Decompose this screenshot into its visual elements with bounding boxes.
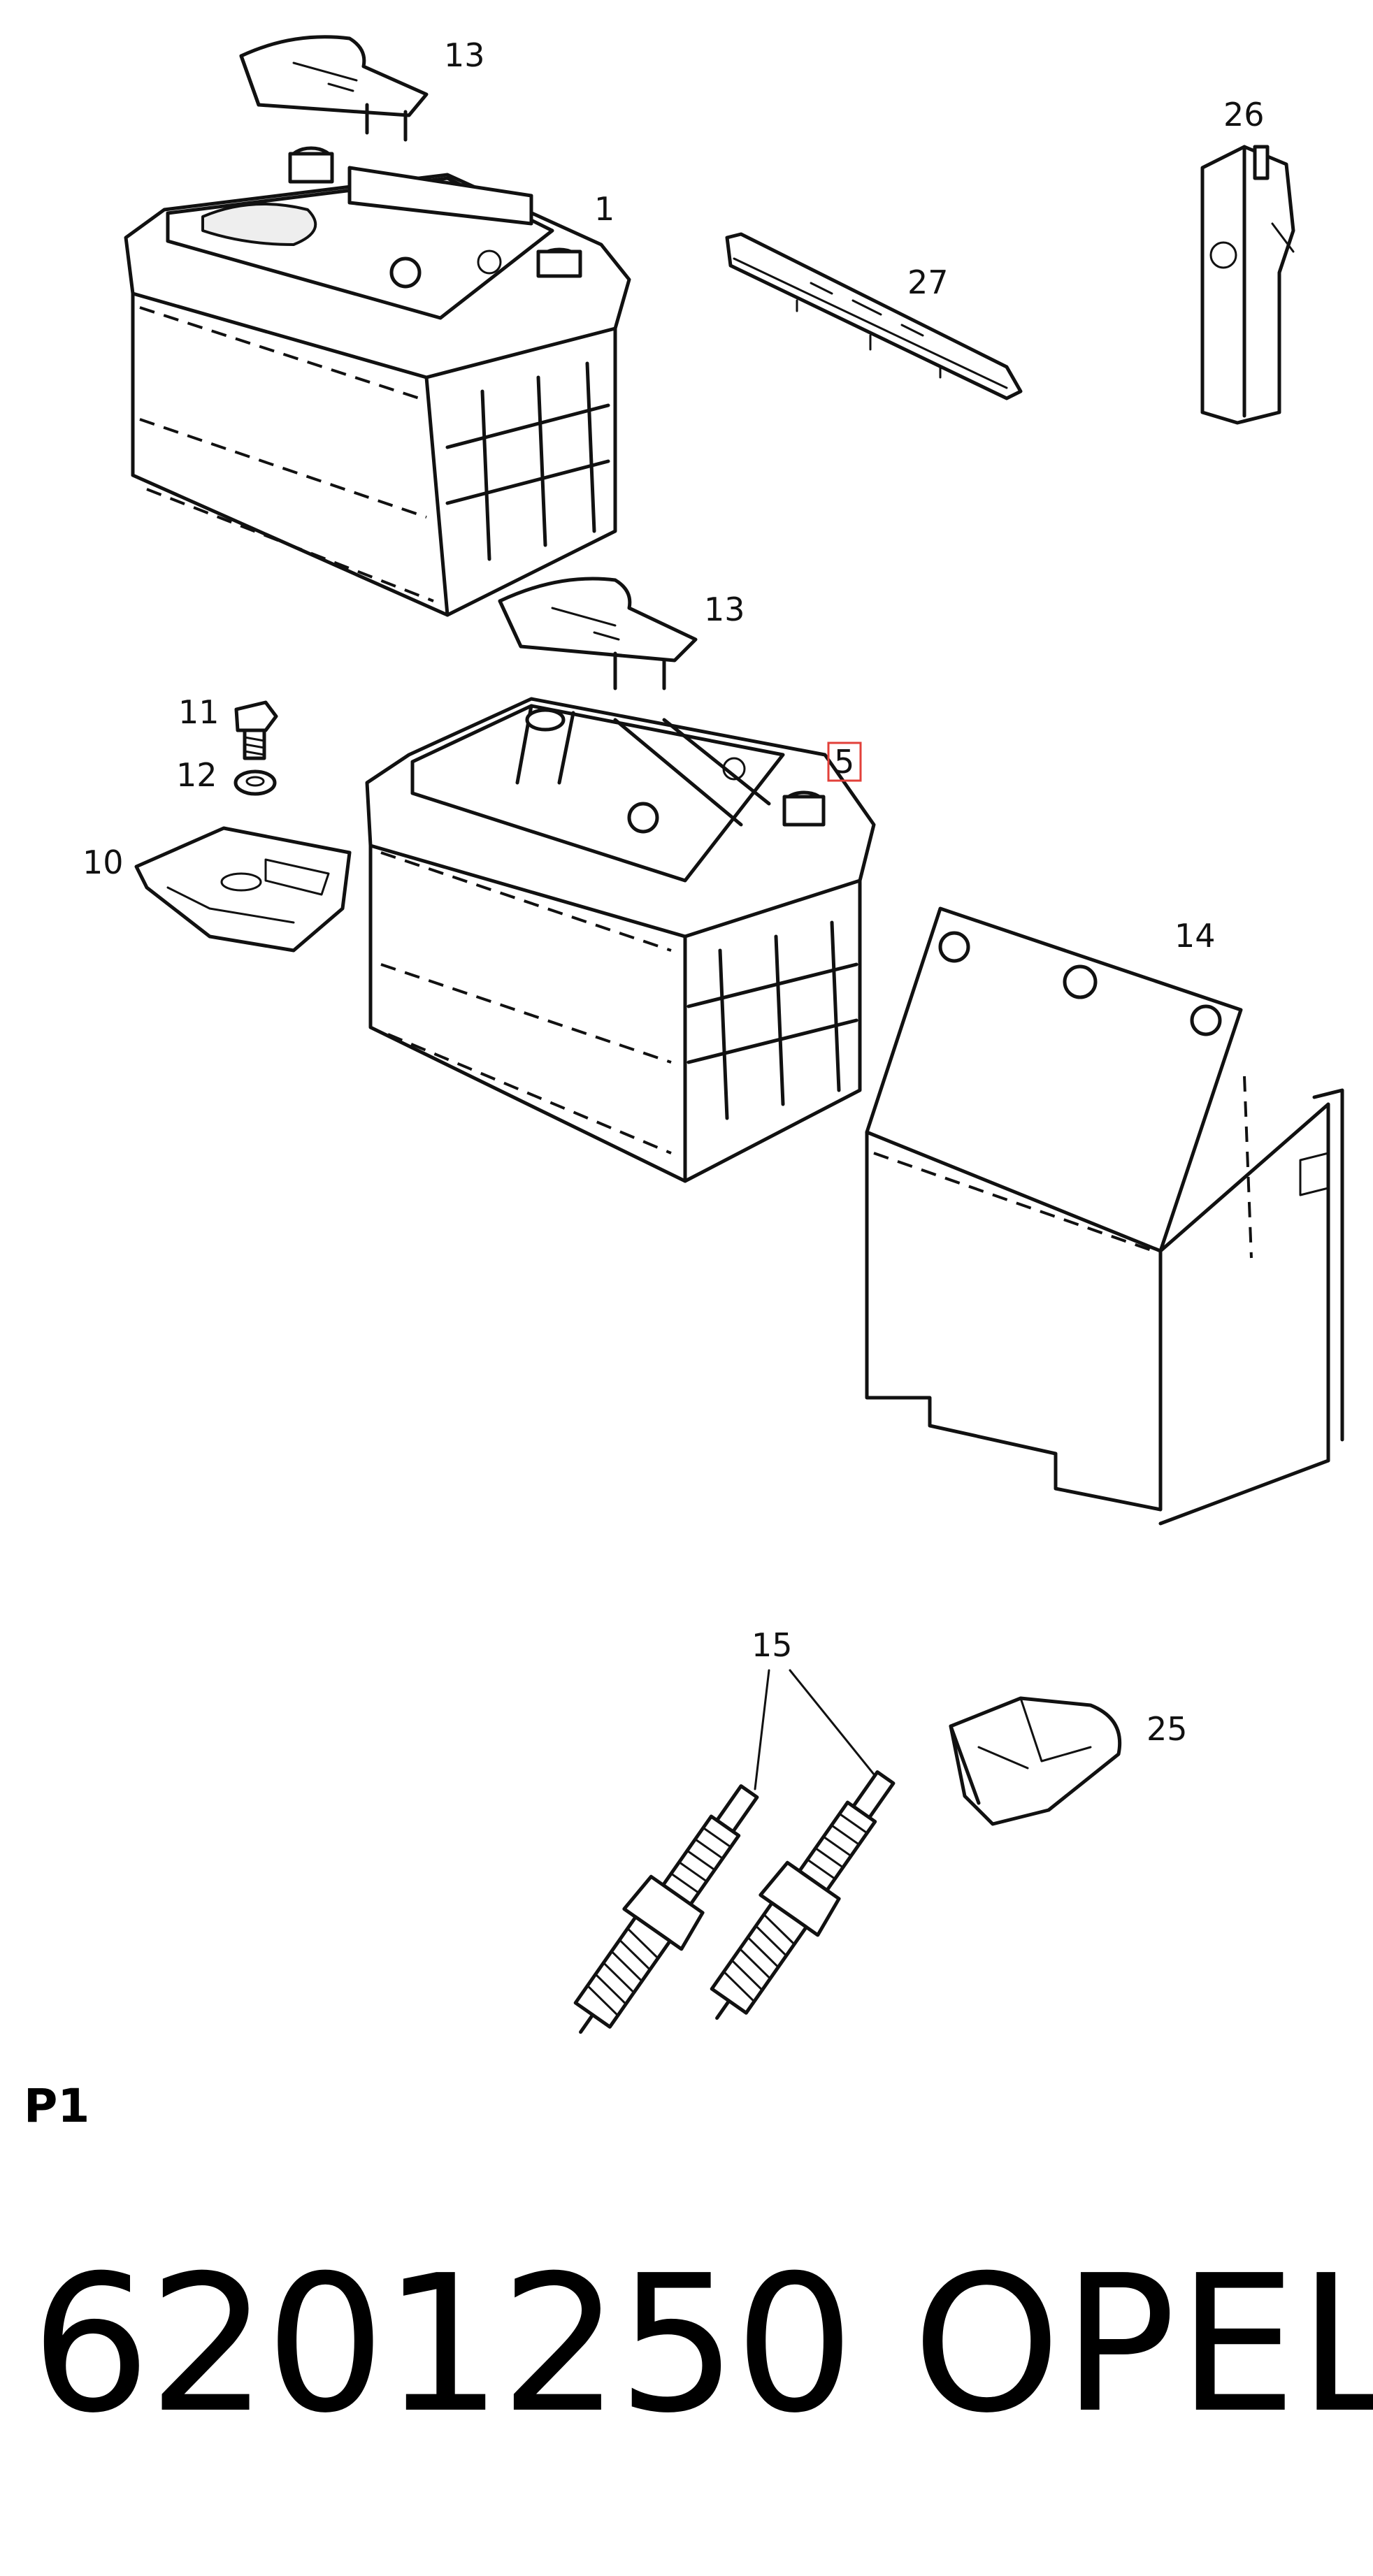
callout-14: 14	[1174, 917, 1216, 955]
callout-1: 1	[594, 190, 614, 228]
terminal-cover-13-top	[239, 35, 429, 142]
callout-10: 10	[82, 844, 124, 881]
battery-1	[124, 146, 631, 617]
callout-11: 11	[178, 693, 220, 731]
part-27-strip	[725, 232, 1023, 400]
callout-13-middle: 13	[704, 591, 745, 628]
brand-name: OPEL	[912, 2234, 1373, 2454]
callout-26: 26	[1223, 96, 1265, 133]
callout-12: 12	[176, 756, 217, 794]
page-label: P1	[24, 2079, 90, 2133]
callout-15: 15	[752, 1626, 793, 1664]
callout-25: 25	[1146, 1710, 1188, 1748]
bracket-10	[134, 826, 352, 953]
battery-5	[365, 697, 876, 1183]
part-26-clip	[1200, 145, 1295, 425]
bolt-11	[234, 700, 278, 760]
callout-5-highlight	[827, 741, 862, 782]
clip-25	[949, 1696, 1122, 1826]
callout-13-top: 13	[444, 36, 485, 74]
spark-plugs-15	[573, 1669, 896, 2034]
terminal-cover-13-middle	[498, 577, 698, 690]
callout-27: 27	[907, 263, 949, 301]
battery-box-14	[865, 906, 1344, 1526]
part-number: 6201250	[31, 2234, 854, 2454]
callout-5: 5	[834, 743, 854, 781]
washer-12	[233, 769, 277, 796]
